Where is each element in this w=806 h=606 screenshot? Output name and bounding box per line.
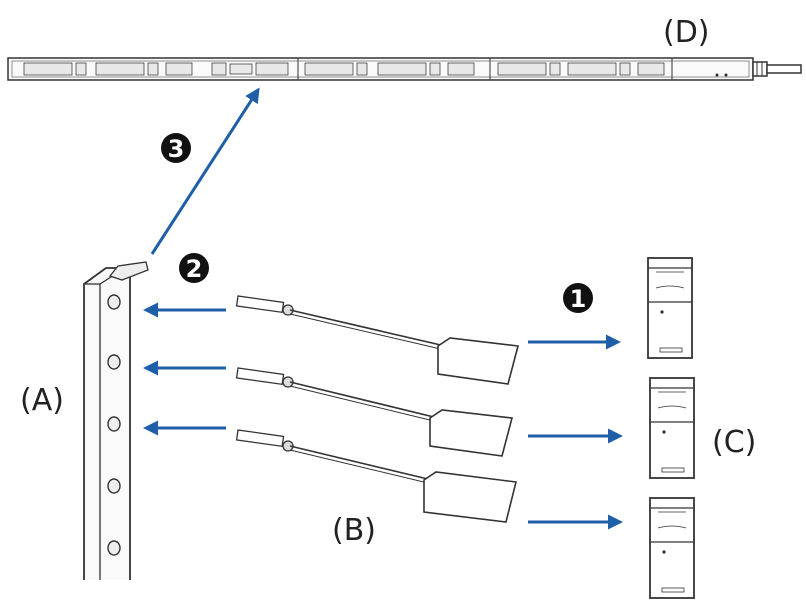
- server-tower-2: [649, 377, 695, 479]
- step-badge-2-number: 2: [186, 255, 203, 283]
- label-a: (A): [20, 383, 64, 418]
- rack-rail: [83, 261, 149, 580]
- step-badge-1-number: 1: [570, 285, 587, 313]
- step-badge-1: 1: [563, 283, 593, 313]
- label-d: (D): [663, 15, 710, 50]
- cable-tie-2: [235, 367, 514, 457]
- cable-tie-1: [235, 295, 520, 385]
- pdu-strip: [7, 57, 802, 81]
- arrow-step-3: [150, 87, 260, 255]
- step-badge-2: 2: [179, 253, 209, 283]
- arrows: [143, 87, 623, 530]
- step-badge-3-number: 3: [168, 135, 185, 163]
- server-tower-1: [647, 257, 693, 359]
- label-c: (C): [712, 425, 756, 460]
- label-b: (B): [332, 513, 376, 548]
- step-badge-3: 3: [161, 133, 191, 163]
- server-tower-3: [649, 497, 695, 599]
- cable-tie-3: [235, 429, 517, 523]
